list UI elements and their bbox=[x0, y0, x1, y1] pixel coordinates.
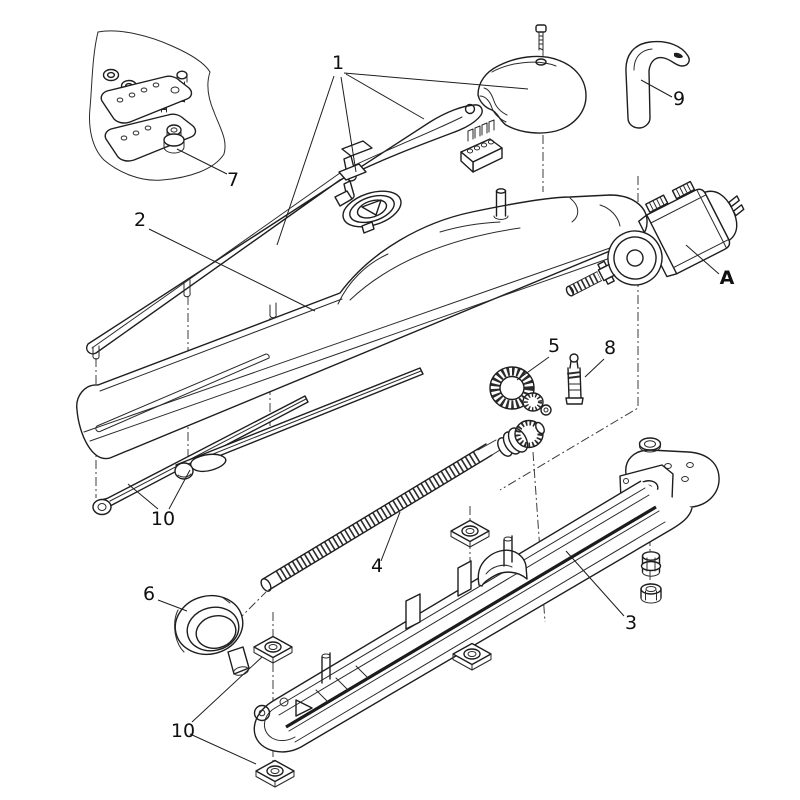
blade-peg bbox=[183, 279, 191, 298]
callout-4: 4 bbox=[371, 555, 383, 577]
screw-tip bbox=[260, 578, 272, 592]
rear-fastener-stack bbox=[638, 437, 662, 604]
gear-motor-A bbox=[565, 180, 745, 297]
motor-terminals bbox=[728, 195, 745, 217]
cap-screw bbox=[535, 24, 547, 51]
end-cap bbox=[477, 55, 587, 134]
motor-clamp bbox=[671, 180, 696, 200]
worm-screw-part4 bbox=[260, 419, 545, 592]
slide-rail bbox=[92, 395, 309, 516]
callout-10-rails: 10 bbox=[151, 508, 175, 530]
callout-6: 6 bbox=[143, 583, 155, 605]
callout-labels: 1 2 3 4 5 6 7 8 9 10 10 A bbox=[134, 52, 735, 742]
slide-rails-part10 bbox=[92, 367, 424, 516]
bushing bbox=[640, 551, 662, 577]
callout-2: 2 bbox=[134, 209, 146, 231]
saddle-cradle bbox=[477, 549, 528, 587]
callout-leader-lines bbox=[127, 72, 720, 765]
rail-tab bbox=[190, 453, 227, 473]
callout-5: 5 bbox=[548, 335, 560, 357]
mounting-plate bbox=[100, 75, 193, 124]
callout-A: A bbox=[720, 267, 735, 289]
callout-9: 9 bbox=[673, 88, 685, 110]
release-handle-part9 bbox=[625, 40, 690, 129]
bevel-gear-part5 bbox=[489, 366, 552, 416]
motor-shaft bbox=[565, 260, 616, 297]
base-housing-part3 bbox=[253, 449, 720, 753]
callout-3: 3 bbox=[625, 612, 637, 634]
seal-ring bbox=[638, 437, 662, 453]
housing-slot bbox=[95, 353, 270, 433]
callout-8: 8 bbox=[604, 337, 616, 359]
motor-rear-bell bbox=[704, 190, 738, 241]
base-interior-details bbox=[253, 535, 528, 722]
detail-inset-part7 bbox=[89, 30, 226, 181]
handle-tip-notch bbox=[674, 52, 683, 59]
mounting-pad bbox=[253, 635, 293, 664]
housing-dome bbox=[337, 197, 579, 305]
washer bbox=[102, 68, 120, 82]
lock-nut bbox=[640, 583, 662, 604]
mounting-pads-part10 bbox=[253, 519, 492, 788]
housing-post bbox=[493, 188, 509, 220]
mounting-pad bbox=[450, 519, 490, 548]
mounting-plate-with-bushing bbox=[104, 113, 197, 162]
mounting-pad bbox=[452, 642, 492, 671]
triangular-keyhole bbox=[361, 199, 382, 216]
callout-1: 1 bbox=[332, 52, 344, 74]
blade-tip-peg bbox=[92, 345, 100, 360]
bushing bbox=[163, 124, 185, 154]
end-cap-group bbox=[477, 24, 587, 134]
callout-10-pads: 10 bbox=[171, 720, 195, 742]
terminal-block bbox=[460, 119, 503, 173]
front-flange-part6 bbox=[174, 594, 250, 676]
inset-torn-outline bbox=[89, 30, 226, 181]
motor-clamp bbox=[645, 194, 669, 213]
blade-end-boss bbox=[464, 103, 476, 115]
release-lock bbox=[334, 190, 402, 234]
screw-bearing-stack bbox=[497, 419, 545, 457]
callout-7: 7 bbox=[227, 169, 239, 191]
mounting-pad bbox=[255, 759, 295, 788]
housing-peg bbox=[269, 302, 277, 319]
motor-front-disc bbox=[607, 230, 663, 286]
slide-rail bbox=[174, 367, 424, 480]
upper-housing-part2 bbox=[76, 188, 648, 460]
coupling-pin-part8 bbox=[565, 353, 584, 405]
